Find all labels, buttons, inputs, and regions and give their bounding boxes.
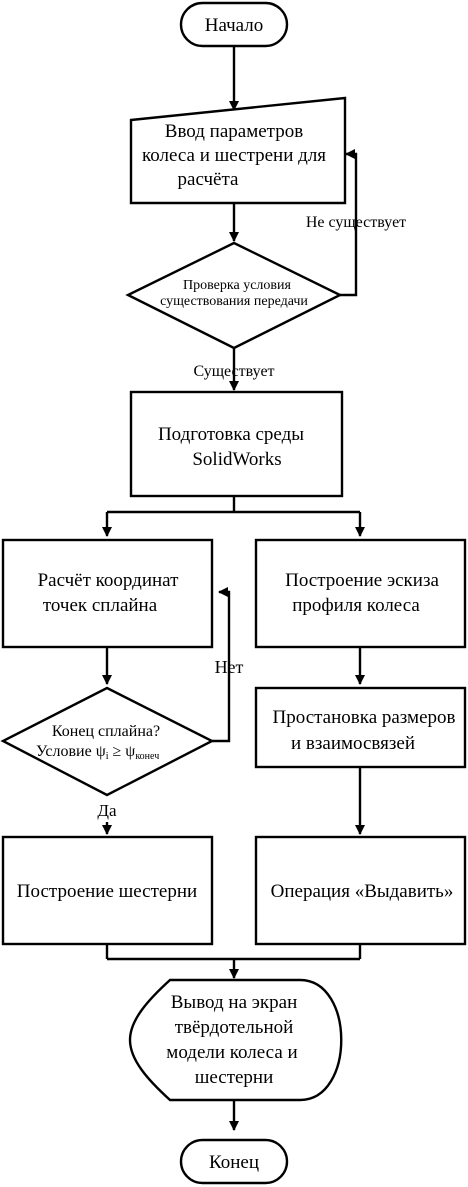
sketch-line-1: Построение эскиза: [285, 570, 439, 591]
loop-not-exists: [340, 149, 358, 297]
label-yes: Да: [97, 801, 117, 820]
input-line-3: расчёта: [178, 169, 240, 190]
dims-block: Простановка размеров и взаимосвязей: [254, 686, 467, 769]
check-line-2: существования передачи: [160, 294, 308, 309]
spline-end-line-2: Условие ψi ≥ ψконеч: [36, 743, 159, 762]
dims-line-1: Простановка размеров: [273, 707, 456, 728]
spline-calc-line-2: точек сплайна: [43, 595, 158, 616]
extrude-block: Операция «Выдавить»: [254, 835, 467, 946]
dims-line-2: и взаимосвязей: [291, 733, 415, 754]
output-line-1: Вывод на экран: [171, 992, 298, 1013]
start-label: Начало: [205, 15, 264, 36]
label-exists: Существует: [193, 363, 274, 380]
check-line-1: Проверка условия: [183, 278, 291, 293]
end-label: Конец: [209, 1152, 259, 1173]
output-line-3: модели колеса и: [166, 1042, 297, 1063]
prepare-line-2: SolidWorks: [192, 449, 281, 470]
spline-end-line-1: Конец сплайна?: [52, 723, 160, 740]
input-line-2: колеса и шестрени для: [142, 145, 326, 166]
spline-end-decision: Конец сплайна? Условие ψi ≥ ψконеч: [0, 686, 215, 797]
output-line-4: шестерни: [195, 1067, 274, 1088]
extrude-label: Операция «Выдавить»: [271, 881, 454, 902]
label-not-exists: Не существует: [306, 214, 406, 231]
sketch-block: Построение эскиза профиля колеса: [254, 538, 467, 649]
pinion-block: Построение шестерни: [1, 835, 214, 946]
input-block: Ввод параметров колеса и шестрени для ра…: [129, 96, 347, 205]
input-line-1: Ввод параметров: [165, 121, 303, 142]
prepare-block: Подготовка среды SolidWorks: [129, 390, 344, 498]
prepare-line-1: Подготовка среды: [158, 424, 304, 445]
loop-no: [212, 587, 231, 743]
sketch-line-2: профиля колеса: [292, 595, 420, 616]
output-line-2: твёрдотельной: [175, 1017, 294, 1038]
label-no: Нет: [215, 657, 244, 677]
spline-calc-block: Расчёт координат точек сплайна: [1, 538, 214, 649]
start-terminator: Начало: [179, 1, 289, 48]
end-terminator: Конец: [179, 1138, 289, 1185]
check-decision: Проверка условия существования передачи: [125, 241, 343, 350]
output-display: Вывод на экран твёрдотельной модели коле…: [128, 978, 343, 1102]
spline-calc-line-1: Расчёт координат: [38, 570, 180, 591]
pinion-label: Построение шестерни: [17, 881, 197, 902]
